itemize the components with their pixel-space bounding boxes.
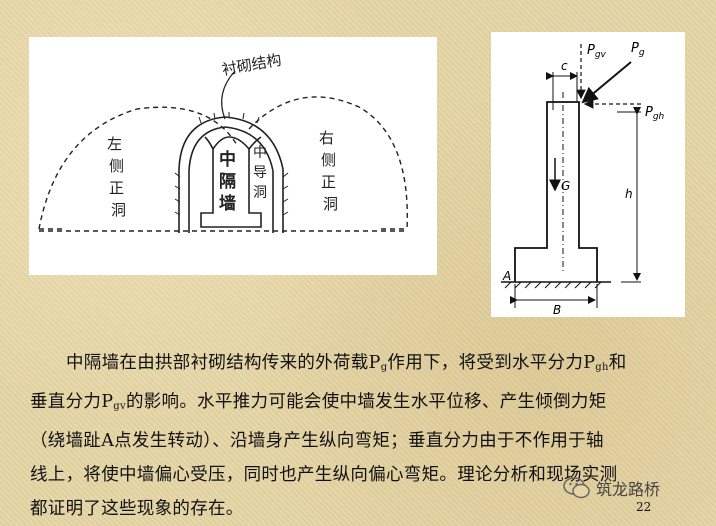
right-tunnel-label: 右 侧 正 洞 xyxy=(319,129,338,213)
text-line-1: 中隔墙在由拱部衬砌结构传来的外荷载Pg作用下，将受到水平分力Pgh和 xyxy=(66,353,627,373)
svg-text:左: 左 xyxy=(107,135,122,153)
middle-wall xyxy=(200,136,262,228)
text-line-3: （绕墙趾A点发生转动）、沿墙身产生纵向弯矩；垂直分力由于不作用于轴 xyxy=(30,431,604,451)
lining-label: 衬砌结构 xyxy=(221,51,283,79)
svg-text:洞: 洞 xyxy=(323,195,338,213)
pg-arrow xyxy=(581,61,632,104)
wall-force-diagram: Pgv Pg Pgh c G h A B xyxy=(491,32,685,317)
pgv-label: Pgv xyxy=(587,43,607,60)
svg-text:中: 中 xyxy=(219,149,236,170)
watermark: 筑龙路桥 xyxy=(563,476,660,500)
pgh-label: Pgh xyxy=(645,105,665,122)
text-line-2: 垂直分力Pgv的影响。水平推力可能会使中墙发生水平位移、产生倾倒力矩 xyxy=(30,392,607,412)
svg-text:侧: 侧 xyxy=(109,157,124,175)
left-tunnel-label: 左 侧 正 洞 xyxy=(107,135,126,219)
text-line-5: 都证明了这些现象的存在。 xyxy=(30,499,244,519)
svg-text:中: 中 xyxy=(253,145,267,161)
text-line-4: 线上，将使中墙偏心受压，同时也产生纵向偏心弯矩。理论分析和现场实测 xyxy=(30,465,618,485)
svg-text:洞: 洞 xyxy=(253,185,267,201)
height-label: h xyxy=(625,187,633,201)
svg-text:侧: 侧 xyxy=(321,151,336,169)
gravity-label: G xyxy=(561,179,570,193)
svg-text:右: 右 xyxy=(319,129,334,147)
pg-label: Pg xyxy=(631,41,645,58)
svg-text:洞: 洞 xyxy=(111,201,126,219)
wall-outline xyxy=(514,101,598,282)
svg-text:正: 正 xyxy=(109,179,124,197)
base-width-label: B xyxy=(553,303,561,317)
svg-text:正: 正 xyxy=(321,173,336,191)
page-number: 22 xyxy=(636,500,652,514)
watermark-text: 筑龙路桥 xyxy=(596,480,661,499)
right-tunnel-outline xyxy=(248,96,408,230)
svg-text:隔: 隔 xyxy=(219,172,236,192)
left-tunnel-outline xyxy=(38,106,238,230)
middle-wall-label: 中 隔 墙 xyxy=(219,149,236,214)
body-paragraph: 中隔墙在由拱部衬砌结构传来的外荷载Pg作用下，将受到水平分力Pgh和 垂直分力P… xyxy=(30,346,690,526)
svg-text:墙: 墙 xyxy=(219,193,236,214)
tunnel-cross-section-figure: 衬砌结构 左 侧 正 洞 中 隔 墙 中 导 洞 右 侧 正 洞 xyxy=(29,37,437,275)
wechat-icon xyxy=(563,477,590,499)
eccentricity-label: c xyxy=(561,59,568,73)
middle-guide-tunnel-label: 中 导 洞 xyxy=(253,145,267,201)
svg-text:导: 导 xyxy=(253,165,267,181)
toe-label: A xyxy=(502,269,511,283)
middle-drift-lining xyxy=(178,116,284,233)
